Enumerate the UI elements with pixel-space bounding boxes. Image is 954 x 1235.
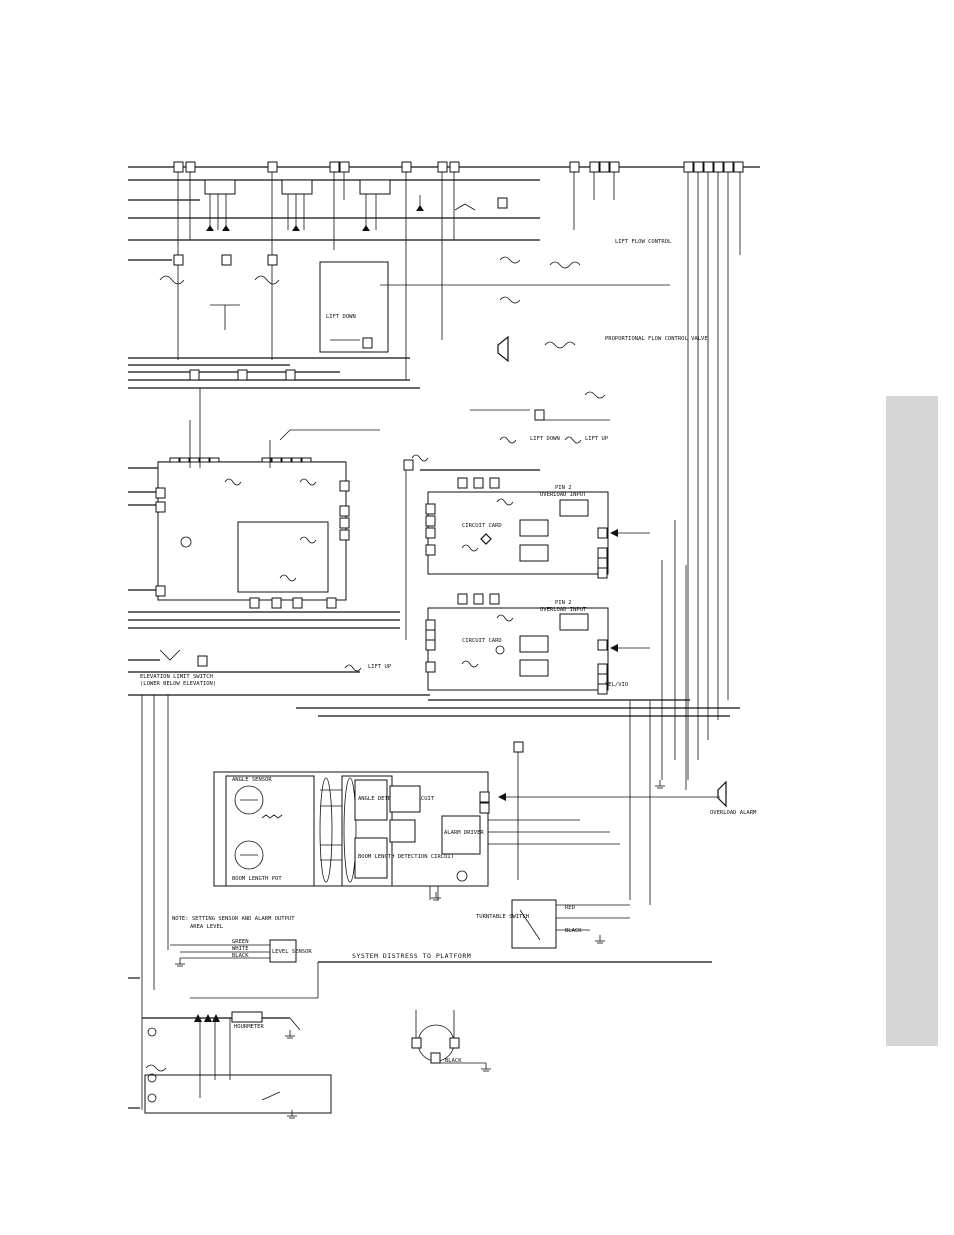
svg-text:LIFT UP: LIFT UP [585, 436, 609, 442]
top-terminal-strip [128, 161, 760, 173]
svg-text:LEVEL SENSOR: LEVEL SENSOR [272, 949, 312, 955]
ground-symbols [175, 780, 665, 1119]
lift-down-relay: LIFT DOWN [319, 261, 389, 353]
top-drop-wires [177, 172, 741, 780]
page-side-tab [886, 396, 938, 1046]
svg-text:LIFT UP: LIFT UP [368, 664, 392, 670]
valve-coil-area: LIFT FLOW CONTROL PROPORTIONAL FLOW CONT… [380, 195, 708, 421]
svg-text:OVERLOAD INPUT: OVERLOAD INPUT [540, 492, 587, 498]
svg-text:BOOM LENGTH DETECTION CIRCUIT: BOOM LENGTH DETECTION CIRCUIT [358, 854, 455, 860]
system-distress: SYSTEM DISTRESS TO PLATFORM [190, 952, 712, 999]
bottom-motor: BLACK [411, 1010, 486, 1064]
svg-text:ANGLE SENSOR: ANGLE SENSOR [232, 777, 272, 783]
angle-sensor-section: ANGLE SENSOR BOOM LENGTH POT ANGLE DETEC… [213, 741, 757, 900]
left-feed-lines [128, 179, 540, 1109]
svg-text:TURNTABLE SWITCH: TURNTABLE SWITCH [476, 914, 529, 920]
svg-text:HOURMETER: HOURMETER [234, 1024, 264, 1030]
svg-text:OVERLOAD INPUT: OVERLOAD INPUT [540, 607, 587, 613]
turntable-switch: TURNTABLE SWITCH RED BLACK [476, 899, 630, 949]
svg-text:YEL/VIO: YEL/VIO [605, 682, 628, 688]
svg-text:LIFT DOWN: LIFT DOWN [530, 436, 560, 442]
svg-text:GREEN: GREEN [232, 939, 249, 945]
middle-terminal-block [155, 388, 380, 609]
svg-text:RED: RED [565, 905, 575, 911]
return-lines [141, 520, 740, 1110]
svg-text:BOOM LENGTH POT: BOOM LENGTH POT [232, 876, 282, 882]
svg-text:BLACK: BLACK [565, 928, 582, 934]
upper-relay-section [159, 179, 391, 381]
svg-text:CIRCUIT CARD: CIRCUIT CARD [462, 523, 502, 529]
svg-text:ELEVATION LIMIT SWITCH: ELEVATION LIMIT SWITCH [140, 674, 213, 680]
svg-text:LIFT FLOW CONTROL: LIFT FLOW CONTROL [615, 239, 672, 245]
svg-text:CIRCUIT CARD: CIRCUIT CARD [462, 638, 502, 644]
circuit-card-2: PIN 2 OVERLOAD INPUT CIRCUIT CARD YEL/VI… [425, 593, 650, 695]
lift-labels-and-elevation-switch: LIFT DOWN LIFT UP LIFT UP ELEVATION LIMI… [140, 436, 609, 687]
svg-text:NOTE: SETTING SENSOR AND ALARM: NOTE: SETTING SENSOR AND ALARM OUTPUT [172, 916, 295, 922]
svg-text:BLACK: BLACK [445, 1058, 462, 1064]
svg-text:PIN 2: PIN 2 [555, 485, 572, 491]
note-and-level-sensor: NOTE: SETTING SENSOR AND ALARM OUTPUT AR… [170, 916, 312, 963]
svg-text:PIN 2: PIN 2 [555, 600, 572, 606]
svg-text:LIFT DOWN: LIFT DOWN [326, 314, 356, 320]
svg-text:OVERLOAD ALARM: OVERLOAD ALARM [710, 810, 757, 816]
svg-text:AREA LEVEL: AREA LEVEL [190, 924, 224, 930]
svg-text:WHITE: WHITE [232, 946, 249, 952]
bottom-lights-hourmeter: HOURMETER [142, 1011, 332, 1114]
svg-text:(LOWER BELOW ELEVATION): (LOWER BELOW ELEVATION) [140, 681, 216, 687]
circuit-card-1: PIN 2 OVERLOAD INPUT CIRCUIT CARD [403, 454, 650, 640]
svg-text:PROPORTIONAL FLOW CONTROL VALV: PROPORTIONAL FLOW CONTROL VALVE [605, 336, 708, 342]
svg-text:ALARM DRIVER: ALARM DRIVER [444, 830, 484, 836]
svg-text:BLACK: BLACK [232, 953, 249, 959]
svg-text:SYSTEM DISTRESS TO PLATFORM: SYSTEM DISTRESS TO PLATFORM [352, 952, 471, 960]
